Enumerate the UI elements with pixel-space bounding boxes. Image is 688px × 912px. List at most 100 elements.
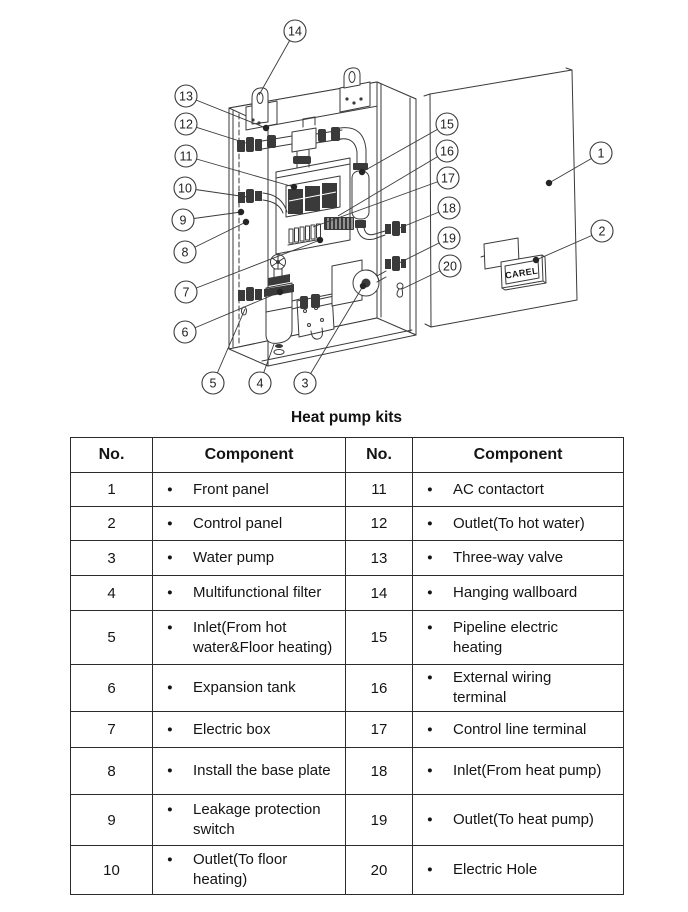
svg-text:7: 7 (183, 285, 190, 299)
svg-text:20: 20 (443, 259, 457, 273)
callout-16: 16 (337, 139, 459, 217)
component-label: Three-way valve (453, 549, 564, 566)
bullet-icon: ● (427, 723, 433, 735)
row-number: 16 (345, 664, 413, 712)
row-number: 12 (345, 506, 413, 541)
component-cell: ●AC contactort (412, 472, 624, 507)
component-label: Inlet(From heat pump) (453, 762, 602, 779)
bullet-icon: ● (167, 621, 173, 633)
callout-6: 6 (173, 288, 284, 344)
bullet-icon: ● (167, 552, 173, 563)
bullet-icon: ● (427, 864, 433, 875)
expansion-tank (264, 254, 294, 355)
left-mid-connector (238, 189, 288, 214)
row-number: 14 (345, 575, 413, 611)
callout-7: 7 (174, 236, 324, 304)
water-pump (331, 259, 387, 307)
component-label: Outlet(To heat pump) (453, 811, 594, 828)
component-cell: ●Control panel (152, 506, 346, 541)
component-cell: ●Outlet(To floor heating) (152, 845, 346, 895)
component-cell: ●Leakage protection switch (152, 794, 346, 846)
svg-text:8: 8 (182, 245, 189, 259)
svg-text:5: 5 (210, 376, 217, 390)
callout-9: 9 (171, 208, 245, 232)
bullet-icon: ● (167, 517, 173, 529)
component-cell: ●Hanging wallboard (412, 575, 624, 611)
table-row: 4 ●Multifunctional filter 14 ●Hanging wa… (70, 575, 624, 611)
row-number: 5 (70, 610, 153, 665)
svg-text:14: 14 (288, 24, 302, 38)
svg-text:19: 19 (442, 231, 456, 245)
col-header-component-left: Component (152, 437, 346, 473)
col-header-no-left: No. (70, 437, 153, 473)
component-label: Front panel (193, 480, 269, 498)
col-header-no-right: No. (345, 437, 413, 473)
table-row: 8 ●Install the base plate 18 ●Inlet(From… (70, 747, 624, 795)
components-table: No. Component No. Component 1 ●Front pan… (70, 437, 624, 895)
table-row: 10 ●Outlet(To floor heating) 20 ●Electri… (70, 845, 624, 895)
bullet-icon: ● (167, 854, 173, 865)
callout-2: 2 (532, 219, 614, 264)
row-number: 2 (70, 506, 153, 541)
bullet-icon: ● (167, 723, 173, 735)
table-row: 9 ●Leakage protection switch 19 ●Outlet(… (70, 794, 624, 846)
table-row: 5 ●Inlet(From hot water&Floor heating) 1… (70, 610, 624, 665)
table-row: 7 ●Electric box 17 ●Control line termina… (70, 711, 624, 748)
callout-3: 3 (293, 282, 367, 395)
component-cell: ● External wiring terminal (412, 664, 624, 712)
component-cell: ●Three-way valve (412, 540, 624, 576)
svg-text:12: 12 (179, 117, 193, 131)
bullet-icon: ● (427, 672, 433, 683)
table-header-row: No. Component No. Component (70, 437, 624, 473)
component-label: Outlet(To hot water) (453, 514, 585, 532)
component-cell: ●Water pump (152, 540, 346, 576)
callout-13: 13 (174, 84, 270, 132)
svg-text:3: 3 (302, 376, 309, 390)
row-number: 17 (345, 711, 413, 748)
row-number: 11 (345, 472, 413, 507)
pipeline-heater (351, 170, 386, 240)
row-number: 3 (70, 540, 153, 576)
table-row: 6 ●Expansion tank 16 ● External wiring te… (70, 664, 624, 712)
bullet-icon: ● (167, 682, 173, 693)
component-cell: ●Expansion tank (152, 664, 346, 712)
control-line-terminal (287, 223, 323, 246)
callout-10: 10 (173, 176, 248, 200)
row-number: 6 (70, 664, 153, 712)
component-label: Electric box (193, 720, 271, 738)
bottom-piping (238, 287, 335, 310)
svg-text:6: 6 (182, 325, 189, 339)
callout-18: 18 (396, 196, 461, 230)
svg-text:4: 4 (257, 376, 264, 390)
side-connectors (385, 221, 406, 298)
callout-20: 20 (401, 254, 462, 290)
svg-text:13: 13 (179, 89, 193, 103)
component-label: Control line terminal (453, 720, 587, 738)
row-number: 19 (345, 794, 413, 846)
component-label: Install the base plate (193, 762, 331, 779)
callout-15: 15 (358, 112, 459, 176)
svg-text:2: 2 (599, 224, 606, 238)
component-label: Pipeline electric heating (453, 618, 559, 656)
component-label: Leakage protection switch (193, 801, 321, 838)
table-row: 2 ●Control panel 12 ● Outlet(To hot water… (70, 506, 624, 541)
bullet-icon: ● (427, 587, 433, 598)
electric-hole (396, 282, 404, 298)
callout-4: 4 (248, 343, 275, 395)
component-label: Electric Hole (453, 861, 538, 878)
callout-8: 8 (173, 218, 250, 264)
callout-14: 14 (258, 19, 307, 96)
top-piping (237, 116, 368, 170)
component-cell: ●Install the base plate (152, 747, 346, 795)
component-label: External wiring terminal (453, 669, 552, 706)
callout-19: 19 (396, 226, 461, 265)
control-panel: CAREL (480, 237, 547, 291)
table-title: Heat pump kits (290, 409, 403, 426)
callout-5: 5 (201, 308, 246, 395)
row-number: 18 (345, 747, 413, 795)
component-cell: ● Electric Hole (412, 845, 624, 895)
component-cell: ● Control line terminal (412, 711, 624, 748)
svg-text:10: 10 (178, 181, 192, 195)
